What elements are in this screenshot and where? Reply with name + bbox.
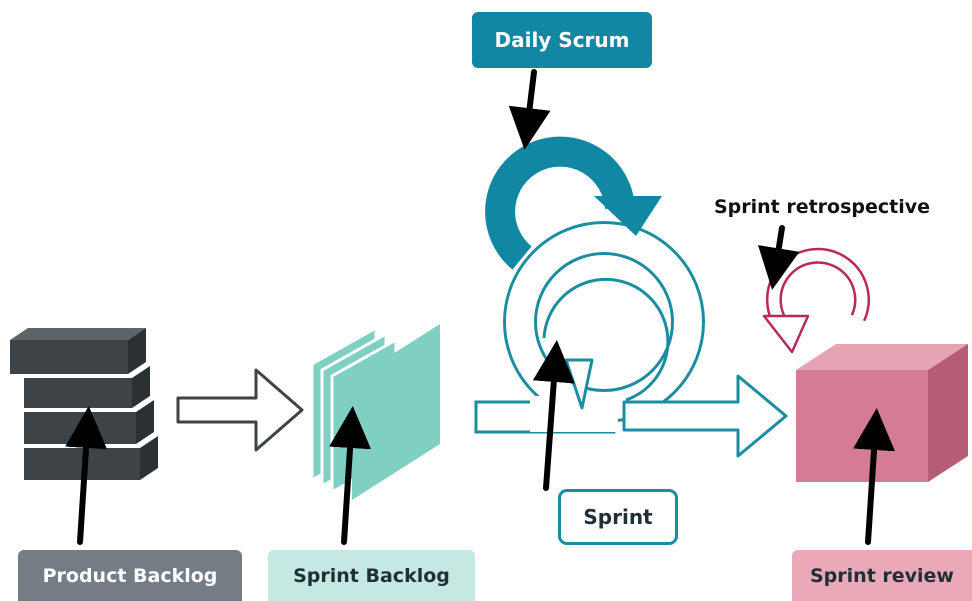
- pointer-arrow-sprint-review: [853, 408, 895, 545]
- sprint-review-label: Sprint review: [792, 550, 972, 601]
- pointer-arrow-retrospective: [758, 225, 800, 290]
- daily-scrum-label: Daily Scrum: [472, 12, 652, 68]
- product-backlog-label: Product Backlog: [18, 550, 242, 601]
- sprint-label: Sprint: [558, 489, 678, 545]
- pointer-arrow-sprint: [532, 340, 575, 491]
- sprint-retrospective-label: Sprint retrospective: [713, 196, 931, 218]
- flow-arrow-backlog-to-sprint-backlog: [176, 368, 304, 452]
- daily-scrum-cycle-icon: [485, 136, 662, 270]
- retrospective-cycle-icon: [762, 247, 870, 354]
- sprint-review-cube-icon: [796, 344, 968, 482]
- sprint-cycle-icon: [474, 221, 788, 458]
- pointer-arrow-sprint-backlog: [329, 406, 372, 545]
- sprint-backlog-pages-icon: [310, 324, 440, 500]
- pointer-arrow-product-backlog: [65, 406, 108, 545]
- sprint-backlog-label: Sprint Backlog: [268, 550, 475, 601]
- pointer-arrow-daily-scrum: [508, 69, 551, 150]
- pointer-arrows: [65, 69, 895, 545]
